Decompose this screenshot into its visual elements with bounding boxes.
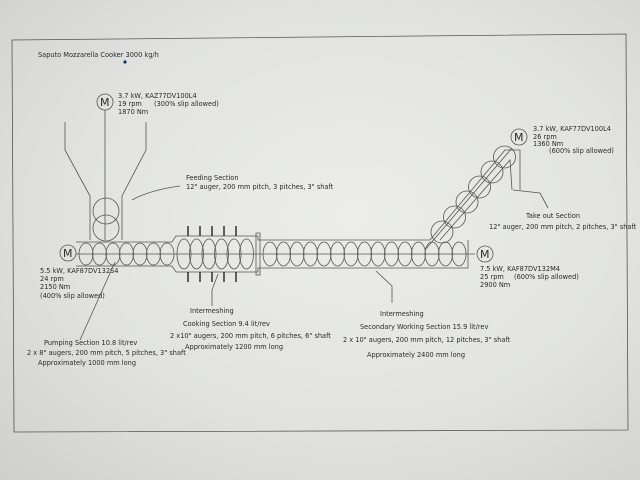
auger-flight	[105, 242, 121, 266]
main-motor: M 7.5 kW, KAF87DV132M4 25 rpm 2900 Nm (6…	[476, 245, 579, 289]
cooking-section-type: Intermeshing	[190, 307, 234, 315]
auger-flight	[451, 241, 467, 267]
auger-flight	[480, 160, 504, 184]
leader-line	[79, 261, 116, 341]
auger-flight	[289, 241, 305, 267]
auger-flight	[146, 242, 161, 266]
secondary-section-title: Secondary Working Section 15.9 lit/rev	[360, 323, 488, 331]
auger-flight	[493, 145, 516, 169]
pumping-section-title: Pumping Section 10.8 lit/rev	[44, 339, 137, 347]
motor-label: M	[514, 131, 524, 144]
leader-line	[211, 273, 219, 306]
feed-motor: M 3.7 kW, KAZ77DV100L4 19 rpm 1870 Nm (3…	[96, 92, 219, 116]
auger-flight	[239, 238, 254, 270]
motor-label: M	[63, 247, 73, 260]
secondary-section-type: Intermeshing	[380, 310, 424, 318]
motor-rpm: 19 rpm	[118, 100, 142, 108]
pump-motor: M 5.5 kW, KAF87DV132S4 24 rpm 2150 Nm (4…	[40, 244, 118, 300]
motor-slip: (600% slip allowed)	[549, 147, 614, 155]
diagram-title: Saputo Mozzarella Cooker 3000 kg/h	[38, 51, 159, 59]
auger-flight	[119, 242, 134, 266]
pumping-section-spec: 2 x 8" augers, 200 mm pitch, 5 pitches, …	[27, 349, 186, 357]
motor-slip: (600% slip allowed)	[514, 273, 579, 281]
ink-dot	[123, 60, 127, 64]
auger-flight	[424, 241, 440, 267]
auger-flight	[262, 241, 278, 267]
takeout-section-title: Take out Section	[525, 212, 580, 220]
motor-torque: 1360 Nm	[533, 140, 563, 148]
drawing-frame	[11, 33, 629, 433]
auger-flight	[468, 175, 491, 199]
leader-line	[512, 189, 549, 209]
leader-line	[375, 270, 393, 303]
auger-flight	[214, 238, 229, 270]
auger-flight	[397, 241, 413, 267]
motor-torque: 2900 Nm	[480, 281, 510, 289]
auger-flight	[92, 242, 107, 266]
auger-flight	[276, 241, 291, 267]
auger-flight	[303, 241, 318, 267]
auger-flight	[438, 241, 453, 267]
feed-hopper	[64, 110, 147, 242]
motor-spec: 7.5 kW, KAF87DV132M4	[480, 265, 560, 273]
motor-rpm: 26 rpm	[533, 133, 557, 141]
auger-flight	[430, 220, 454, 244]
auger-flight	[384, 241, 399, 267]
auger-flight	[357, 241, 372, 267]
motor-spec: 3.7 kW, KAF77DV100L4	[533, 125, 611, 133]
motor-slip: (300% slip allowed)	[154, 100, 219, 108]
secondary-section-length: Approximately 2400 mm long	[367, 351, 465, 359]
auger-flight	[176, 238, 192, 270]
motor-torque: 1870 Nm	[118, 108, 148, 116]
motor-label: M	[100, 96, 110, 109]
auger-flight	[226, 238, 242, 270]
takeout-section-spec: 12" auger, 200 mm pitch, 2 pitches, 3" s…	[489, 223, 637, 231]
secondary-section-spec: 2 x 10" augers, 200 mm pitch, 12 pitches…	[343, 336, 511, 344]
motor-label: M	[480, 248, 490, 261]
auger-flight	[316, 241, 332, 267]
motor-rpm: 25 rpm	[480, 273, 504, 281]
auger-flight	[132, 242, 148, 266]
pumping-section-length: Approximately 1000 mm long	[38, 359, 136, 367]
cooking-section-length: Approximately 1200 mm long	[185, 343, 283, 351]
motor-spec: 5.5 kW, KAF87DV132S4	[40, 267, 118, 275]
motor-spec: 3.7 kW, KAZ77DV100L4	[118, 92, 197, 100]
auger-flight	[189, 238, 204, 270]
cooking-section-spec: 2 x10" augers, 200 mm pitch, 6 pitches, …	[170, 332, 331, 340]
feeding-section-spec: 12" auger, 200 mm pitch, 3 pitches, 3" s…	[186, 183, 334, 191]
auger-flight	[443, 205, 466, 229]
auger-flight	[201, 238, 217, 270]
auger-flight	[159, 242, 175, 266]
auger-flight	[330, 241, 345, 267]
auger-flight	[343, 241, 359, 267]
leader-line	[131, 185, 181, 201]
feeding-section-title: Feeding Section	[186, 174, 239, 182]
motor-torque: 2150 Nm	[40, 283, 70, 291]
cooking-section-title: Cooking Section 9.4 lit/rev	[183, 320, 270, 328]
takeout-motor: M 3.7 kW, KAF77DV100L4 26 rpm 1360 Nm (6…	[510, 125, 614, 155]
auger-flight	[455, 190, 479, 214]
auger-flight	[78, 242, 94, 266]
motor-slip: (400% slip allowed)	[40, 292, 105, 300]
auger-flight	[411, 241, 426, 267]
motor-rpm: 24 rpm	[40, 275, 64, 283]
auger-flight	[370, 241, 386, 267]
barrel	[76, 145, 521, 282]
